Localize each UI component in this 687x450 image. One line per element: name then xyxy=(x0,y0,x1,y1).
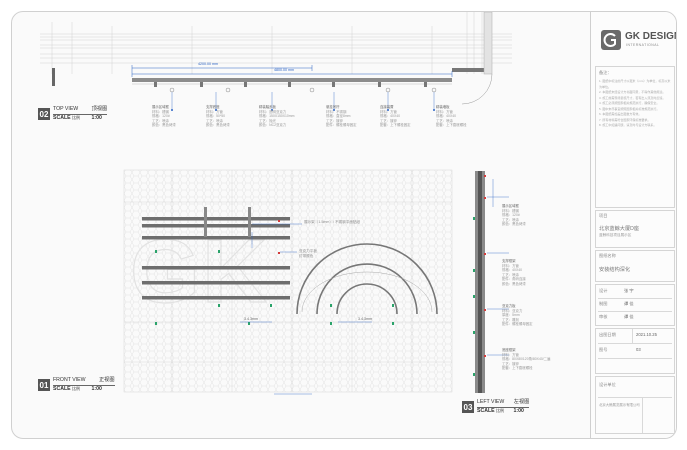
top-view-number: 02 xyxy=(38,108,50,121)
draw-value: 谭 佳 xyxy=(624,301,634,306)
notes-list: 1. 图纸中标注的尺寸以毫米（mm）为单位，标高以米为单位。 2. 本图纸未经设… xyxy=(599,79,671,127)
gk-logo-icon xyxy=(601,30,621,50)
staff-section: 设计 张 宇 制图 谭 佳 审核 谭 佳 xyxy=(595,284,675,326)
date-section: 出图日期 2021.10.25 图号 03 xyxy=(595,328,675,374)
front-note-3: 灯带颜色 xyxy=(299,254,314,258)
drawing-sheet: 4200.00 mm 4800.00 mm 展示区域框 材料：槽钢规格：120#… xyxy=(11,11,677,439)
drawing-name: 安装结构深化 xyxy=(599,267,631,273)
left-view-drawing xyxy=(473,171,509,393)
brand-name: GK DESIGN xyxy=(625,31,677,42)
top-dim-2: 4800.00 mm xyxy=(274,68,294,72)
front-view-label: 01 FRONT VIEW 正视图 SCALE 比例 1:00 xyxy=(38,377,115,393)
check-value: 谭 佳 xyxy=(624,314,634,319)
title-block: GK DESIGN INTERNATIONAL 备注： 1. 图纸中标注的尺寸以… xyxy=(590,12,676,438)
top-view-label: 02 TOP VIEW 顶视图 SCALE 比例 1:00 xyxy=(38,106,108,122)
top-note-1: 展示区域框 材料：槽钢规格：120#工艺：喷涂颜色：黑色烤漆 xyxy=(152,105,176,128)
notes-title: 备注： xyxy=(599,70,612,75)
drawing-name-section: 图纸名称 安装结构深化 xyxy=(595,250,675,282)
date-value: 2021.10.25 xyxy=(636,332,657,337)
front-dim-2: 3.4.3mm xyxy=(358,317,372,321)
left-note-1: 展示区域框 材料：槽钢规格：120#工艺：喷涂颜色：黑色烤漆 xyxy=(502,204,526,227)
front-dim-1: 3.4.3mm xyxy=(244,317,258,321)
top-dim-1: 4200.00 mm xyxy=(198,62,218,66)
front-note-2: 亚克力平板 xyxy=(299,249,317,253)
front-view-drawing: G K xyxy=(123,169,453,395)
project-name: 北京蓝鲸大厦D座 xyxy=(599,226,640,232)
project-sub: 蓝鲸科技项目展示区 xyxy=(599,233,632,237)
front-note-1: 展示架（1.5mm）/ 不锈钢平面贴纸 xyxy=(304,220,361,224)
left-note-4: 底座框架 材料：方管规格：80X80/120角/80X40/二遍工艺：镀锌配套：… xyxy=(502,348,551,371)
brand-logo-area: GK DESIGN INTERNATIONAL xyxy=(595,16,676,62)
design-value: 张 宇 xyxy=(624,288,634,293)
left-view-label: 03 LEFT VIEW 左视图 SCALE 比例 1:00 xyxy=(462,399,530,415)
left-view-number: 03 xyxy=(462,401,474,414)
company-section: 设计单位 北京大鲸展览展示有限公司 xyxy=(595,376,675,434)
drawing-no: 03 xyxy=(636,347,641,352)
top-view-drawing xyxy=(40,12,512,111)
front-view-number: 01 xyxy=(38,379,50,392)
company-value: 北京大鲸展览展示有限公司 xyxy=(599,403,640,407)
brand-sub: INTERNATIONAL xyxy=(626,43,660,47)
project-section: 项目 北京蓝鲸大厦D座 蓝鲸科技项目展示区 xyxy=(595,210,675,248)
notes-section: 备注： 1. 图纸中标注的尺寸以毫米（mm）为单位，标高以米为单位。 2. 本图… xyxy=(595,66,675,208)
